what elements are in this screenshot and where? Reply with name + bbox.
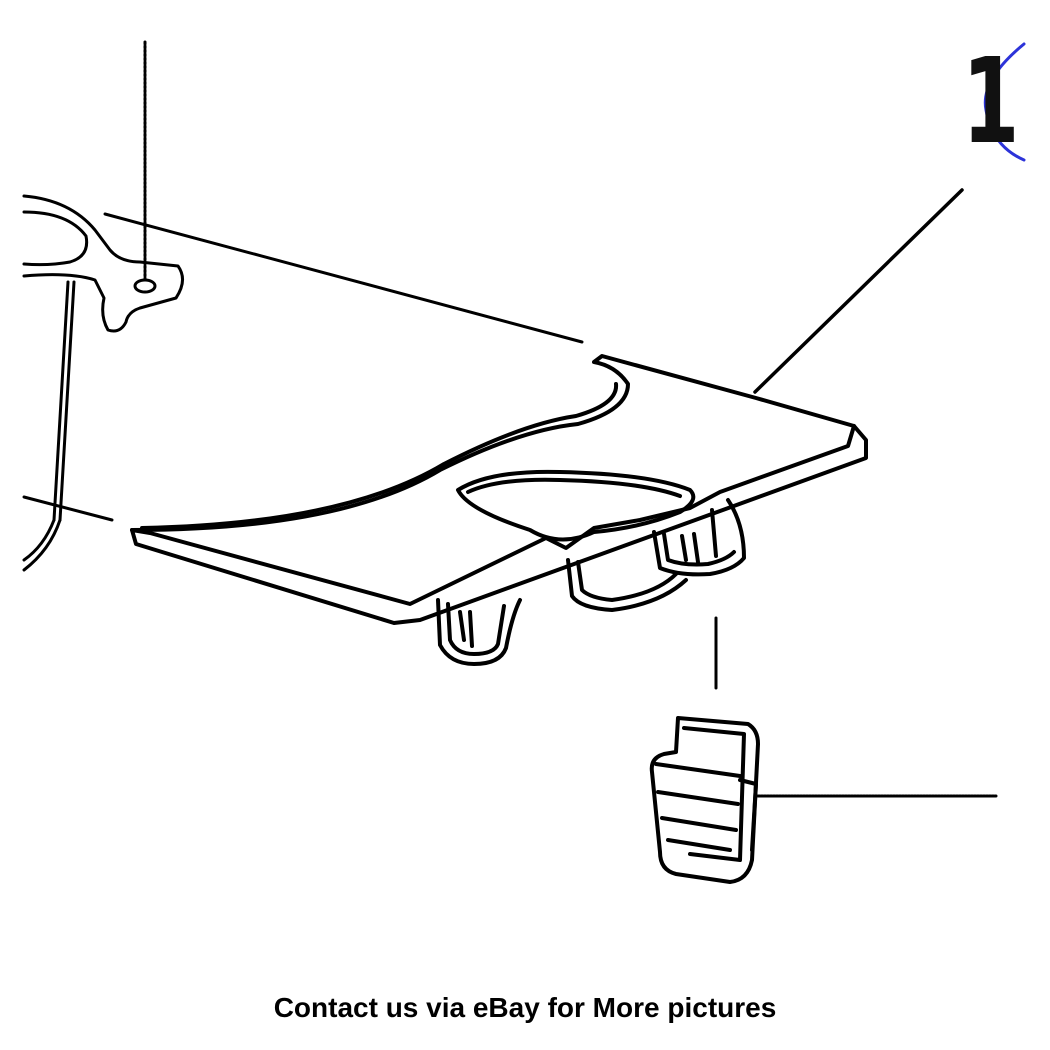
contact-caption: Contact us via eBay for More pictures: [273, 992, 777, 1023]
circle-mark: [983, 42, 1026, 162]
housing-outline: [22, 194, 184, 572]
leader-line-part-1: [753, 188, 964, 394]
part-callout-number: 1: [962, 32, 1019, 170]
guide-lines: [22, 212, 584, 522]
exploded-parts-drawing: [22, 40, 1026, 884]
tray-part-1: [130, 354, 868, 666]
clip-part: [649, 716, 760, 884]
